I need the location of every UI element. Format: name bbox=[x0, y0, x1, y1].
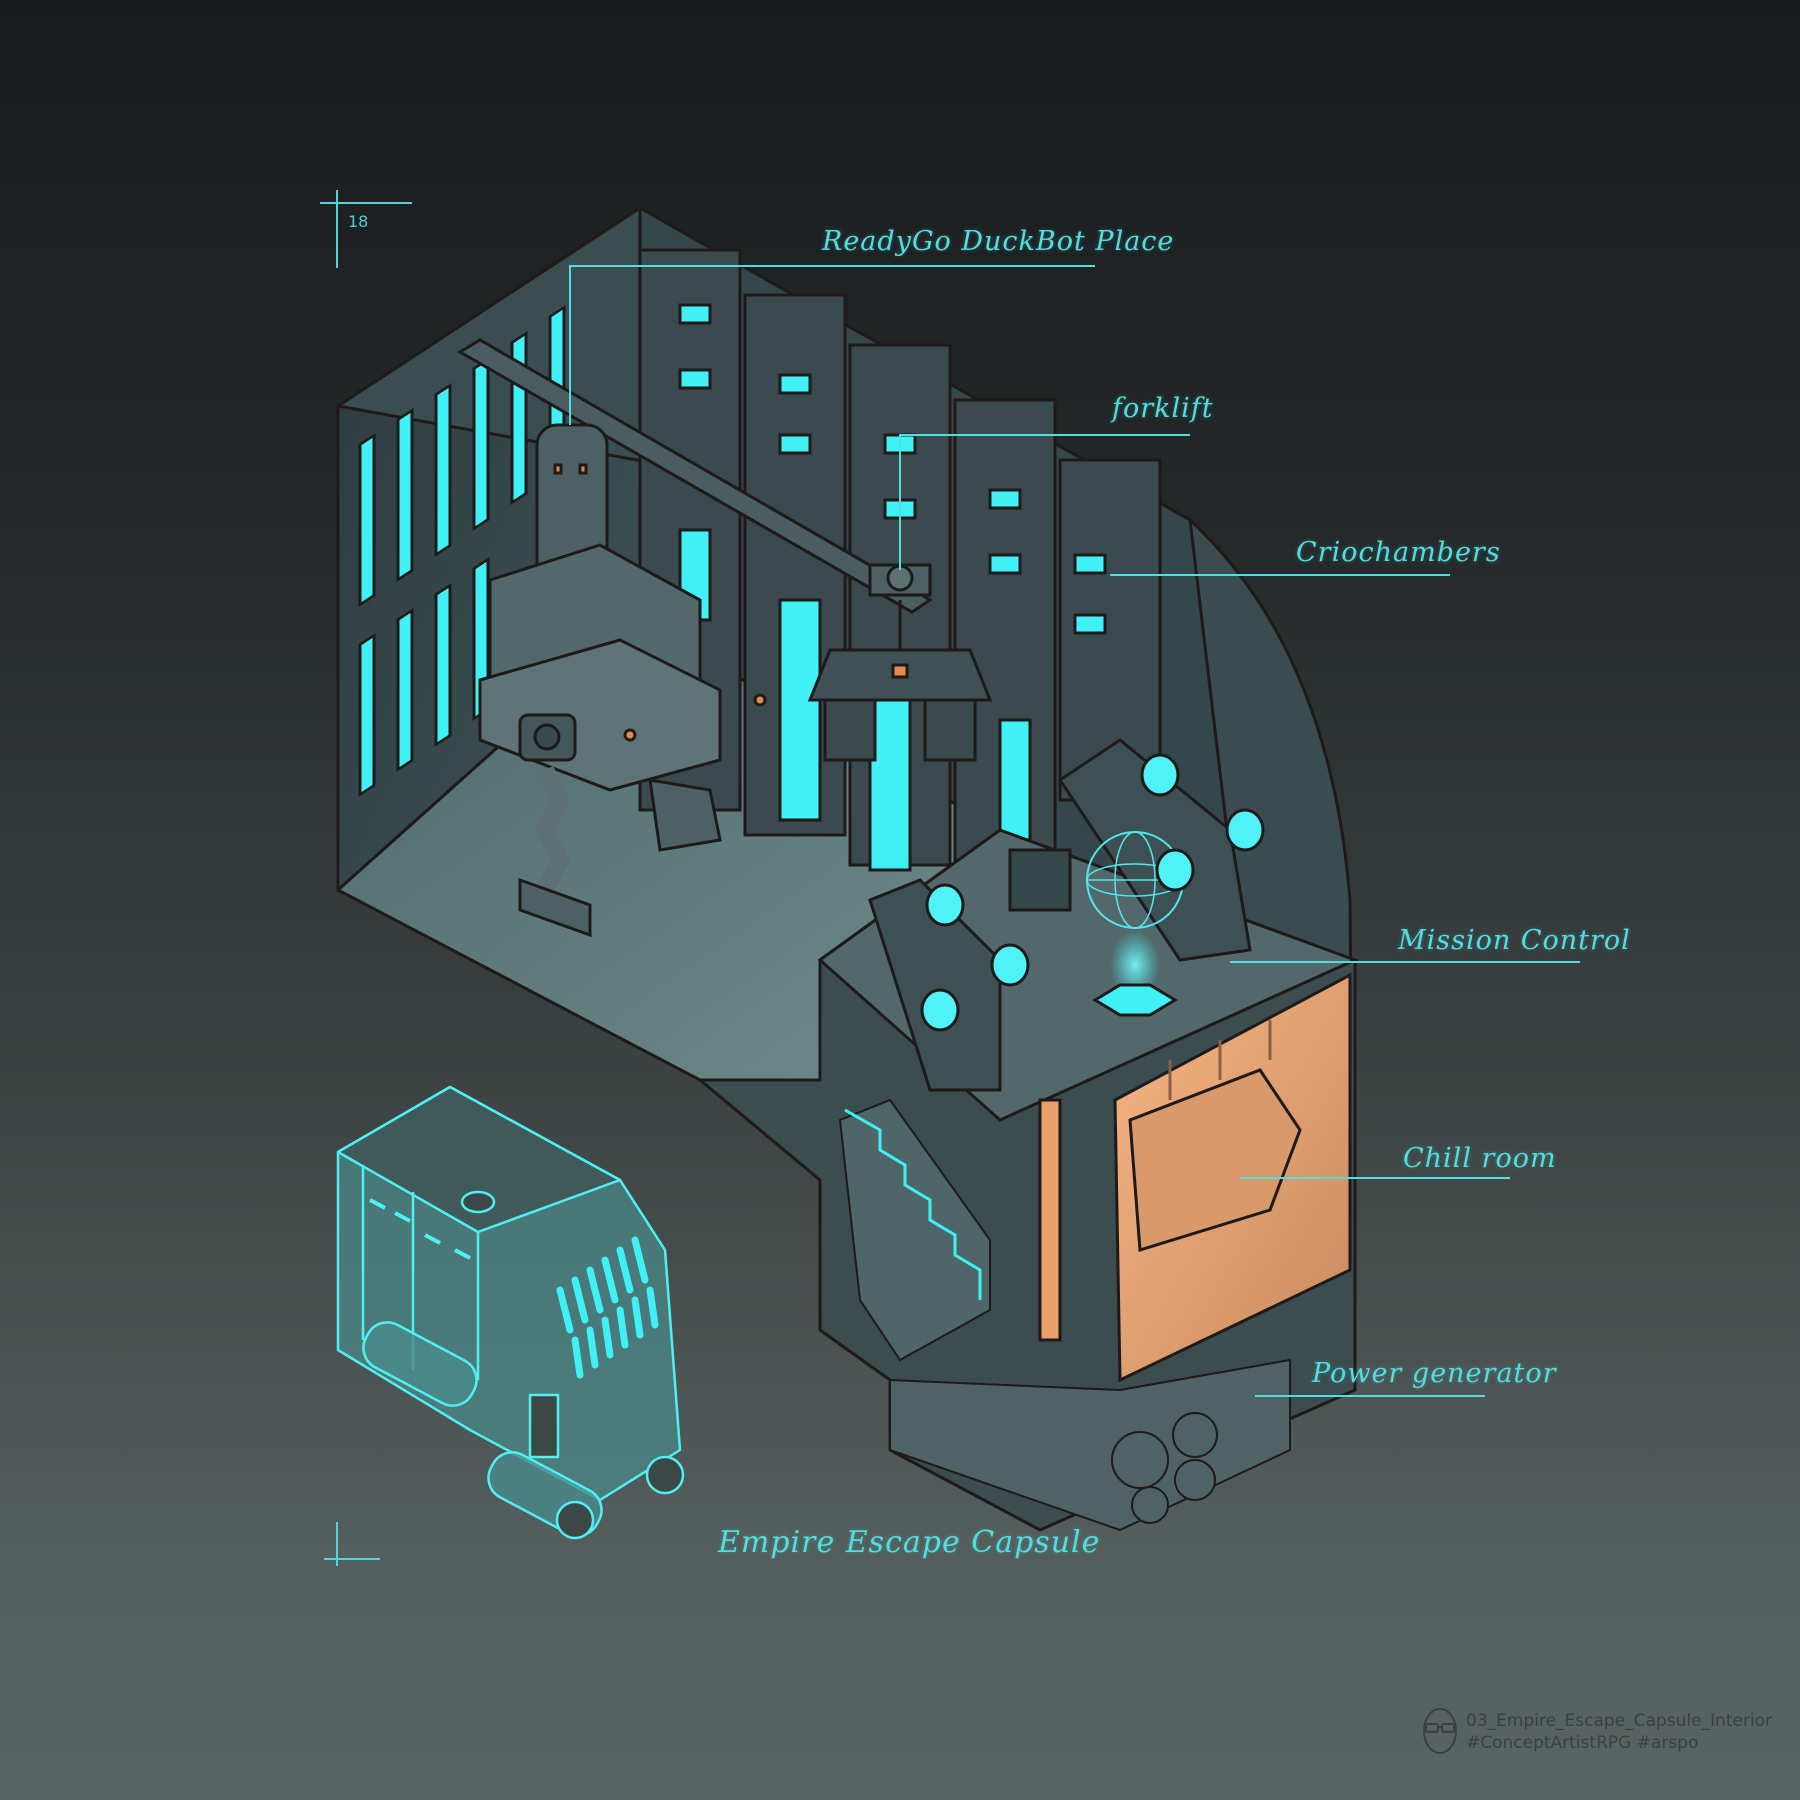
illustration-title: Empire Escape Capsule bbox=[718, 1525, 1101, 1560]
leader-forklift bbox=[899, 434, 1190, 570]
crop-mark-bottom-left bbox=[324, 1522, 380, 1566]
mission-control bbox=[817, 738, 1359, 1122]
credit-hashtags: #ConceptArtistRPG #arspo bbox=[1466, 1733, 1699, 1753]
chill-room bbox=[1038, 972, 1352, 1383]
cryochamber-tower bbox=[1058, 458, 1162, 802]
crop-mark-top-left bbox=[320, 190, 412, 268]
credit-filename: 03_Empire_Escape_Capsule_Interior bbox=[1466, 1711, 1773, 1731]
credit-block: 03_Empire_Escape_Capsule_Interior #Conce… bbox=[1466, 1710, 1772, 1754]
callout-forklift: forklift bbox=[1112, 393, 1214, 424]
callout-duckbot-place: ReadyGo DuckBot Place bbox=[822, 226, 1175, 257]
power-generator bbox=[889, 1358, 1291, 1532]
page-number: 18 bbox=[348, 212, 369, 231]
callout-mission-control: Mission Control bbox=[1398, 925, 1631, 956]
callout-leader-lines bbox=[569, 265, 1580, 1397]
duckbot-mech bbox=[478, 423, 767, 938]
cryochamber-tower bbox=[953, 398, 1057, 862]
callout-chill-room: Chill room bbox=[1403, 1143, 1557, 1174]
escape-capsule-hologram bbox=[336, 1085, 685, 1540]
leader-duckbot bbox=[569, 265, 1095, 425]
stairs bbox=[838, 1098, 991, 1362]
callout-power-generator: Power generator bbox=[1312, 1358, 1557, 1389]
callout-criochambers: Criochambers bbox=[1296, 537, 1501, 568]
face-with-glasses-icon bbox=[1423, 1708, 1457, 1754]
